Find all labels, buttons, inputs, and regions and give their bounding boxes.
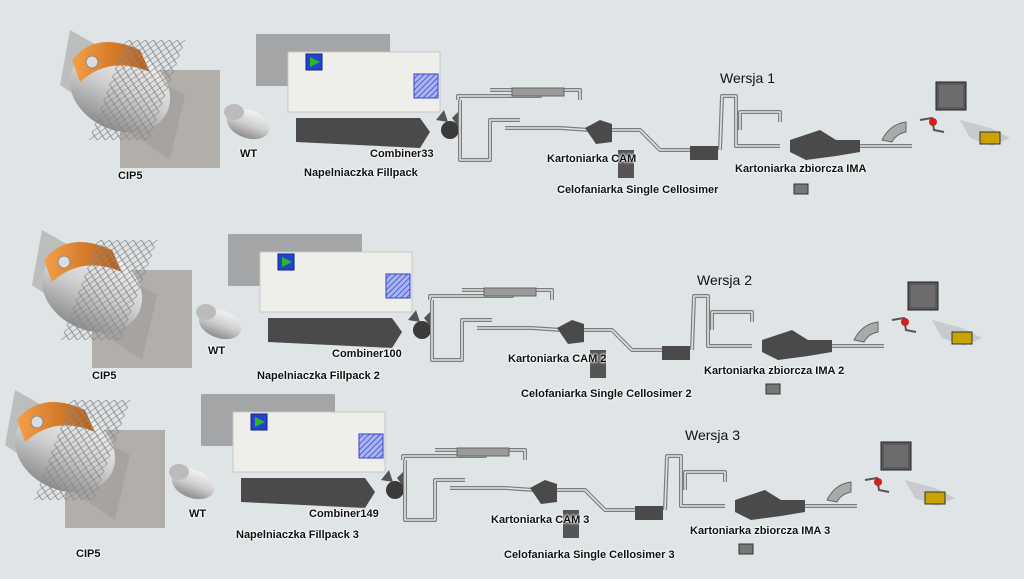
green-triangle-icon <box>282 257 292 267</box>
label-cellophane[interactable]: Celofaniarka Single Cellosimer 2 <box>521 388 692 400</box>
wt-tank-cap <box>196 304 216 320</box>
label-case-packer[interactable]: Kartoniarka zbiorcza IMA 2 <box>704 365 845 377</box>
pipe-segment[interactable] <box>663 454 727 511</box>
robot-joint-icon <box>929 118 937 126</box>
version-label: Wersja 1 <box>720 70 775 86</box>
pipe-coil <box>456 447 510 457</box>
cartoner-feeder <box>590 350 606 378</box>
tank-truss-frame <box>89 40 186 140</box>
pallet-icon <box>765 383 781 395</box>
pipe-coil <box>511 87 565 97</box>
tank-manhole-icon <box>57 255 71 269</box>
cartoner-machine[interactable] <box>530 480 557 504</box>
elbow-pipe <box>881 121 907 143</box>
version-label: Wersja 3 <box>685 427 740 443</box>
label-combiner[interactable]: Combiner100 <box>332 348 402 360</box>
case-packer-machine[interactable] <box>762 330 832 360</box>
tank-manhole-icon <box>30 415 44 429</box>
robot-joint-icon <box>874 478 882 486</box>
pipe-segment[interactable] <box>690 294 754 351</box>
label-combiner[interactable]: Combiner149 <box>309 508 379 520</box>
pipe-coil <box>483 287 537 297</box>
pallet-icon <box>793 183 809 195</box>
combiner-arms <box>408 310 432 326</box>
cartoner-machine[interactable] <box>585 120 612 144</box>
blue-hatched-square-icon[interactable] <box>358 433 384 459</box>
label-wt[interactable]: WT <box>240 148 258 160</box>
label-cartoner[interactable]: Kartoniarka CAM 2 <box>508 353 607 365</box>
label-cellophane[interactable]: Celofaniarka Single Cellosimer 3 <box>504 549 675 561</box>
cartoner-machine[interactable] <box>557 320 584 344</box>
tank-truss-frame <box>61 240 158 340</box>
pipe-segment[interactable] <box>428 290 514 362</box>
case-packer-machine[interactable] <box>790 130 860 160</box>
combiner-wheel-icon[interactable] <box>441 121 459 139</box>
filler-conveyor-base <box>268 318 402 348</box>
robot-joint-icon <box>901 318 909 326</box>
pipe-segment[interactable] <box>718 94 782 151</box>
filler-conveyor-base <box>296 118 430 148</box>
tank-manhole-icon <box>85 55 99 69</box>
case-packer-machine[interactable] <box>735 490 805 520</box>
green-triangle-icon <box>310 57 320 67</box>
production-line-3 <box>5 390 955 555</box>
label-cip[interactable]: CIP5 <box>92 370 117 382</box>
label-filler[interactable]: Napelniaczka Fillpack 3 <box>236 529 359 541</box>
green-triangle-icon <box>255 417 265 427</box>
pallet-icon <box>738 543 754 555</box>
wt-tank-cap <box>224 104 244 120</box>
label-filler[interactable]: Napelniaczka Fillpack <box>304 167 418 179</box>
wt-tank-cap <box>169 464 189 480</box>
label-combiner[interactable]: Combiner33 <box>370 148 434 160</box>
cartoner-feeder <box>563 510 579 538</box>
palletizer-robot[interactable] <box>951 331 973 345</box>
pipe-segment[interactable] <box>401 450 487 522</box>
cartoner-feeder <box>618 150 634 178</box>
label-cartoner[interactable]: Kartoniarka CAM 3 <box>491 514 590 526</box>
blue-hatched-square-icon[interactable] <box>413 73 439 99</box>
pipe-segment[interactable] <box>456 90 542 162</box>
label-cartoner[interactable]: Kartoniarka CAM <box>547 153 637 165</box>
elbow-pipe <box>826 481 852 503</box>
combiner-arms <box>436 110 460 126</box>
label-cip[interactable]: CIP5 <box>118 170 143 182</box>
label-wt[interactable]: WT <box>189 508 207 520</box>
label-case-packer[interactable]: Kartoniarka zbiorcza IMA <box>735 163 867 175</box>
label-cellophane[interactable]: Celofaniarka Single Cellosimer <box>557 184 719 196</box>
label-filler[interactable]: Napelniaczka Fillpack 2 <box>257 370 380 382</box>
blue-hatched-square-icon[interactable] <box>385 273 411 299</box>
combiner-wheel-icon[interactable] <box>413 321 431 339</box>
production-line-2 <box>32 230 982 395</box>
combiner-arms <box>381 470 405 486</box>
cellophane-machine[interactable] <box>662 346 690 360</box>
production-line-1 <box>60 30 1010 195</box>
tank-truss-frame <box>34 400 131 500</box>
label-cip[interactable]: CIP5 <box>76 548 101 560</box>
elbow-pipe <box>853 321 879 343</box>
label-wt[interactable]: WT <box>208 345 226 357</box>
filler-conveyor-base <box>241 478 375 508</box>
label-case-packer[interactable]: Kartoniarka zbiorcza IMA 3 <box>690 525 831 537</box>
palletizer-robot[interactable] <box>924 491 946 505</box>
cellophane-machine[interactable] <box>690 146 718 160</box>
combiner-wheel-icon[interactable] <box>386 481 404 499</box>
cellophane-machine[interactable] <box>635 506 663 520</box>
palletizer-robot[interactable] <box>979 131 1001 145</box>
version-label: Wersja 2 <box>697 272 752 288</box>
